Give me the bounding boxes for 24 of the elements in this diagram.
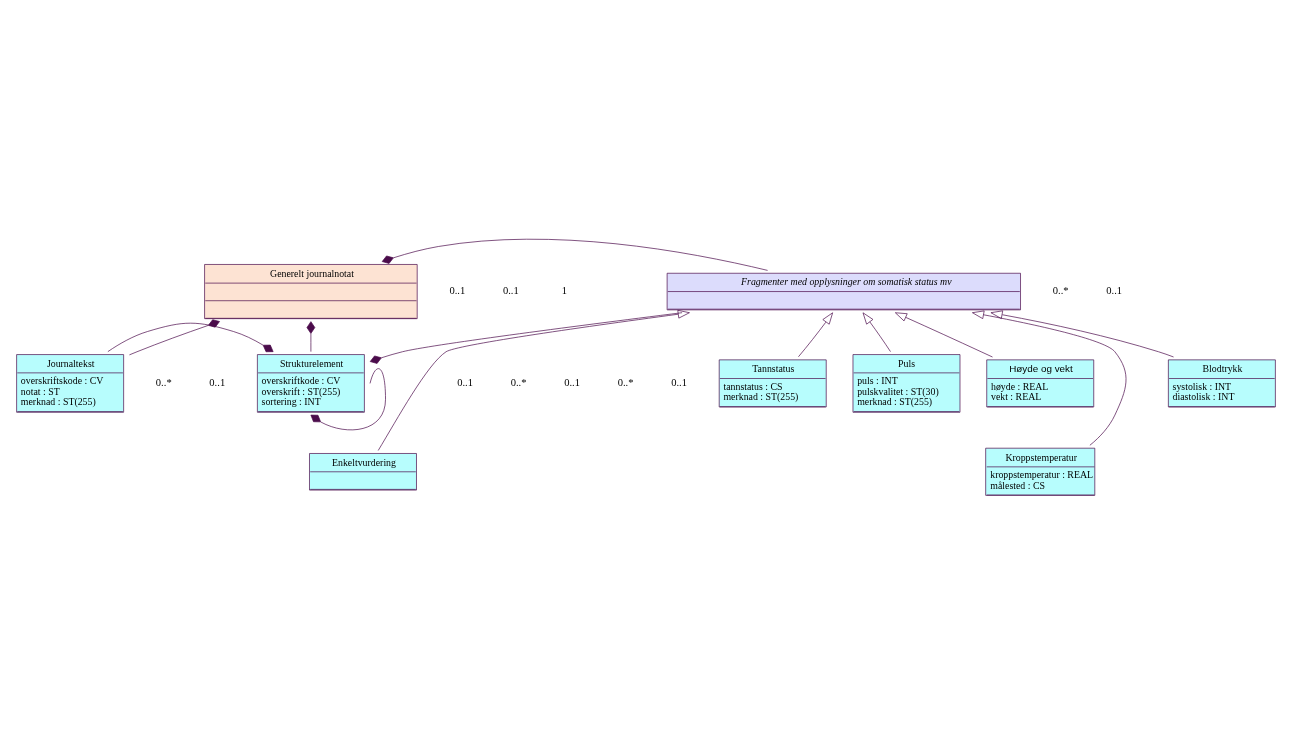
label: 0..1 — [449, 285, 466, 297]
connector — [306, 321, 316, 352]
label: 0..1 — [671, 376, 687, 388]
connector — [129, 319, 220, 356]
label: 0..1 — [564, 376, 580, 388]
label: 1 — [561, 285, 567, 297]
label: 0..1 — [209, 376, 226, 388]
label: 0..1 — [1106, 285, 1123, 297]
label: 0..1 — [502, 285, 519, 297]
label: 0..* — [510, 376, 527, 388]
connector — [381, 238, 768, 271]
connector — [369, 312, 683, 364]
arrow — [990, 310, 1174, 358]
arrow — [862, 312, 891, 352]
label: 0..1 — [457, 376, 473, 388]
label: 0..* — [1052, 285, 1069, 297]
arrow — [377, 309, 690, 451]
arrow — [895, 312, 993, 358]
arrow — [798, 312, 833, 358]
connector — [107, 322, 274, 353]
label: 0..* — [155, 376, 172, 388]
label: 0..* — [617, 376, 634, 388]
connector — [310, 368, 386, 431]
arrow — [972, 310, 1127, 446]
